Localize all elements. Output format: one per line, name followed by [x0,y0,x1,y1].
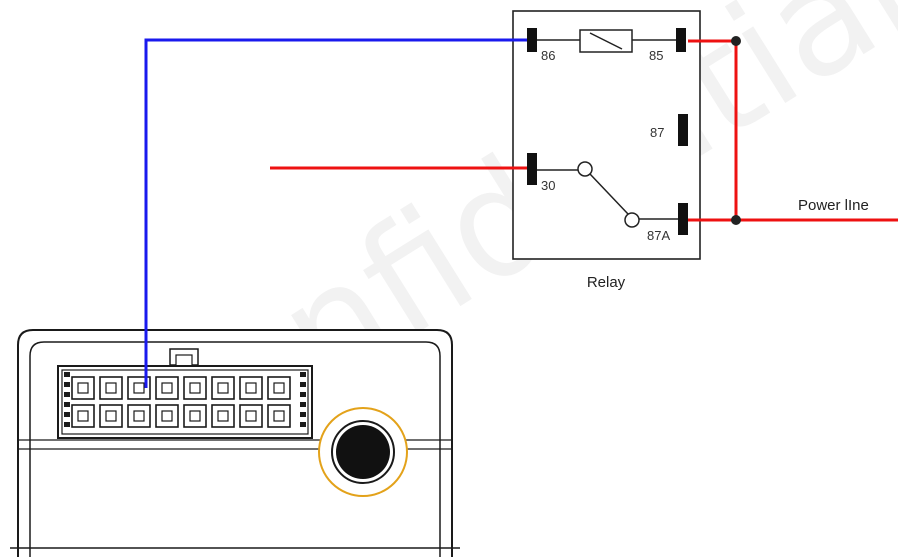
connector-rail-tick [300,392,306,397]
connector-rail-tick [64,382,70,387]
pin-87a-label: 87A [647,228,670,243]
connector-pin-socket [245,410,257,422]
connector-pin-socket [77,382,89,394]
connector-pin-socket [217,410,229,422]
connector [57,348,313,439]
connector-pin-socket [273,410,285,422]
blue-wire [144,38,527,388]
relay-caption: Relay [587,274,626,291]
pin-86-label: 86 [541,48,555,63]
connector-rail-tick [64,402,70,407]
connector-pin-socket [217,382,229,394]
pin-30-label: 30 [541,178,555,193]
connector-rail-tick [300,402,306,407]
relay-pin-86 [527,28,537,52]
switch-contact-87a [624,212,640,228]
red-wires [270,36,898,225]
connector-rail-tick [64,392,70,397]
connector-pin-socket [189,410,201,422]
connector-pin-socket [161,382,173,394]
connector-pin-socket [245,382,257,394]
connector-pin-socket [273,382,285,394]
junction-dot-bottom [731,215,741,225]
relay: 86 85 87 30 87A Relay [512,10,701,291]
connector-rail-tick [64,412,70,417]
connector-rail-tick [300,372,306,377]
connector-pin-socket [105,382,117,394]
connector-pin-socket [133,410,145,422]
connector-rail-tick [300,422,306,427]
connector-rail-tick [300,382,306,387]
connector-rail-tick [64,422,70,427]
connector-rail-tick [300,412,306,417]
power-line-label: Power lIne [798,197,869,214]
switch-arm [589,173,629,215]
relay-pin-85 [676,28,686,52]
device-inner-shell [29,341,441,557]
connector-rail-tick [64,372,70,377]
connector-pin-grid [64,372,306,428]
connector-pin-socket [189,382,201,394]
pin-87-label: 87 [650,125,664,140]
junction-dot-top [731,36,741,46]
relay-pin-30 [527,153,537,185]
button-cap [336,425,390,479]
coil-symbol-slash [589,32,623,50]
pin-85-label: 85 [649,48,663,63]
connector-pin-socket [77,410,89,422]
tracker-device [10,329,460,557]
relay-pin-87 [678,114,688,146]
connector-pin-socket [105,410,117,422]
connector-pin-socket [133,382,145,394]
connector-pin-socket [161,410,173,422]
relay-pin-87a [678,203,688,235]
switch-contact-common [577,161,593,177]
